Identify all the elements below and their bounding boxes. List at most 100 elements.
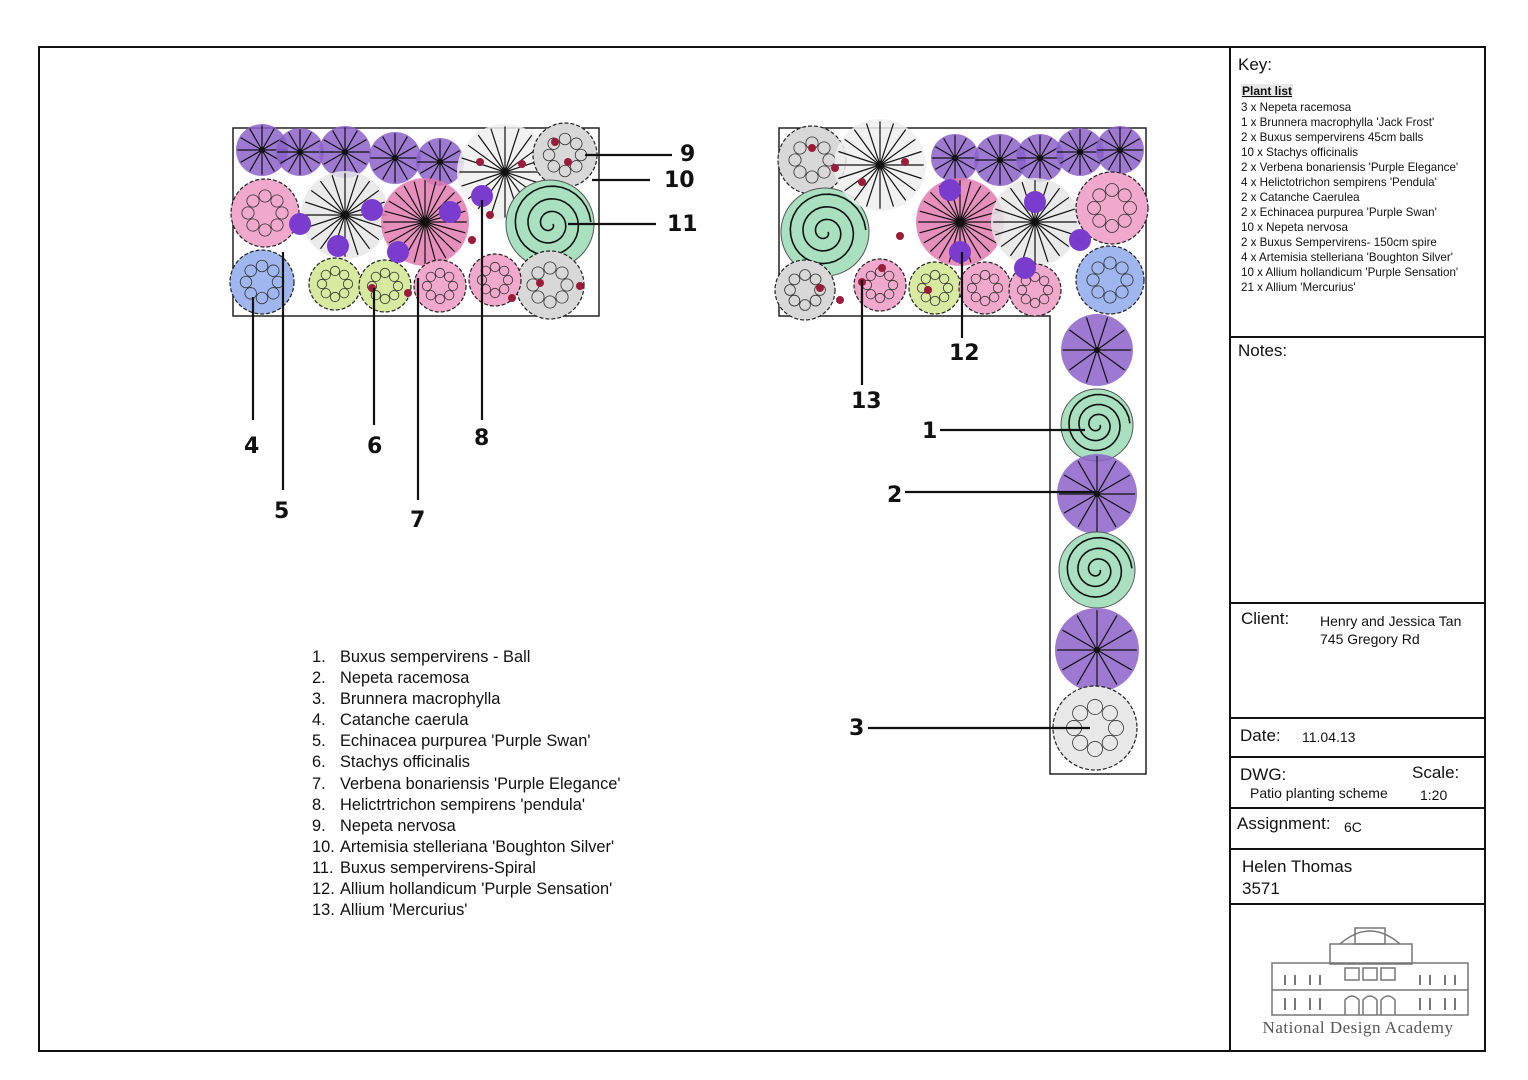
legend-number: 1.	[312, 648, 326, 666]
allium-mercurius-symbol	[536, 279, 544, 287]
artemisia-symbol	[515, 250, 585, 320]
legend-item: 2.Nepeta racemosa	[312, 668, 621, 689]
allium-purple-sensation-symbol	[361, 199, 383, 221]
date-label: Date:	[1240, 726, 1281, 745]
nepeta-racemosa-symbol	[1061, 314, 1133, 386]
legend-plant-name: Allium hollandicum 'Purple Sensation'	[340, 880, 613, 899]
legend-plant-name: Brunnera macrophylla	[340, 690, 501, 709]
allium-purple-sensation-symbol	[1014, 257, 1036, 279]
scale-value: 1:20	[1420, 787, 1448, 803]
legend-plant-name: Buxus sempervirens-Spiral	[340, 858, 536, 877]
allium-mercurius-symbol	[404, 289, 412, 297]
stachys-symbol	[958, 261, 1012, 315]
legend-plant-name: Catanche caerula	[340, 711, 469, 730]
plant-list-item: 10 x Allium hollandicum 'Purple Sensatio…	[1241, 266, 1459, 279]
allium-mercurius-symbol	[508, 294, 516, 302]
callout-1: 1	[922, 419, 938, 444]
legend-item: 11.Buxus sempervirens-Spiral	[312, 858, 621, 879]
plant-list-item: 2 x Echinacea purpurea 'Purple Swan'	[1241, 206, 1437, 219]
allium-purple-sensation-symbol	[1069, 229, 1091, 251]
client-name: Henry and Jessica Tan	[1320, 613, 1462, 629]
nepeta-racemosa-symbol	[276, 128, 324, 176]
legend-item: 4.Catanche caerula	[312, 710, 621, 731]
date-value: 11.04.13	[1302, 729, 1356, 745]
nepeta-nervosa-symbol	[1056, 128, 1104, 176]
allium-mercurius-symbol	[858, 178, 866, 186]
legend-number: 10.	[312, 837, 335, 856]
allium-purple-sensation-symbol	[327, 235, 349, 257]
legend-item: 6.Stachys officinalis	[312, 752, 621, 773]
nepeta-nervosa-symbol	[369, 132, 421, 184]
allium-mercurius-symbol	[468, 236, 476, 244]
allium-purple-sensation-symbol	[387, 241, 409, 263]
plant-list-item: 10 x Stachys officinalis	[1241, 146, 1359, 159]
catanche-symbol	[229, 249, 295, 315]
academy-logo-text: National Design Academy	[1262, 1018, 1454, 1037]
legend-plant-name: Artemisia stelleriana 'Boughton Silver'	[340, 837, 615, 856]
allium-purple-sensation-symbol	[289, 213, 311, 235]
key-title: Key:	[1238, 55, 1273, 74]
academy-logo	[1271, 927, 1469, 1016]
stachys-symbol	[853, 258, 907, 312]
callout-2: 2	[887, 483, 903, 508]
legend-item: 13.Allium 'Mercurius'	[312, 900, 621, 921]
nepeta-nervosa-symbol	[974, 134, 1026, 186]
legend-item: 1. Buxus sempervirens - Ball	[312, 647, 621, 668]
plant-list-item: 21 x Allium 'Mercurius'	[1241, 281, 1356, 294]
plant-list-item: 2 x Verbena bonariensis 'Purple Elegance…	[1241, 161, 1459, 174]
legend-number: 8.	[312, 795, 326, 814]
plant-list-item: 1 x Brunnera macrophylla 'Jack Frost'	[1241, 116, 1435, 129]
allium-mercurius-symbol	[831, 164, 839, 172]
plant-list-item: 10 x Nepeta nervosa	[1241, 221, 1348, 234]
nepeta-nervosa-symbol	[416, 138, 464, 186]
leader-lines	[251, 153, 1095, 730]
allium-purple-sensation-symbol	[439, 201, 461, 223]
client-address: 745 Gregory Rd	[1320, 631, 1420, 647]
dwg-value: Patio planting scheme	[1250, 785, 1388, 801]
legend-number: 9.	[312, 816, 326, 835]
callout-12: 12	[949, 341, 980, 366]
allium-mercurius-symbol	[878, 264, 886, 272]
artemisia-symbol	[774, 259, 836, 321]
callout-5: 5	[274, 499, 290, 524]
plant-list-item: 2 x Catanche Caerulea	[1241, 191, 1360, 204]
legend-plant-name: Allium 'Mercurius'	[340, 901, 468, 920]
allium-purple-sensation-symbol	[949, 241, 971, 263]
legend-number: 12.	[312, 880, 335, 899]
legend-item: 3.Brunnera macrophylla	[312, 689, 621, 710]
stachys-symbol	[413, 259, 467, 313]
plant-legend: 1. Buxus sempervirens - Ball 2.Nepeta race…	[312, 647, 621, 921]
legend-item: 5.Echinacea purpurea 'Purple Swan'	[312, 731, 621, 752]
stachys-symbol	[308, 257, 362, 311]
assignment-value: 6C	[1344, 819, 1362, 835]
callout-6: 6	[367, 434, 383, 459]
legend-number: 7.	[312, 774, 326, 793]
drawing-border	[38, 46, 1486, 1052]
legend-plant-name: Buxus sempervirens - Ball	[340, 648, 531, 666]
nepeta-racemosa-symbol	[1057, 454, 1137, 534]
legend-plant-name: Nepeta nervosa	[340, 816, 456, 835]
allium-mercurius-symbol	[518, 160, 526, 168]
callout-11: 11	[667, 212, 698, 237]
callout-8: 8	[474, 426, 490, 451]
dwg-label: DWG:	[1240, 765, 1287, 784]
allium-purple-sensation-symbol	[1024, 191, 1046, 213]
allium-mercurius-symbol	[896, 232, 904, 240]
client-label: Client:	[1241, 609, 1290, 628]
allium-mercurius-symbol	[576, 282, 584, 290]
legend-item: 12. Allium hollandicum 'Purple Sensation'	[312, 879, 621, 900]
plant-symbols	[229, 119, 1149, 771]
notes-title: Notes:	[1238, 341, 1288, 360]
stachys-symbol	[1075, 171, 1149, 245]
buxus-ball-symbol	[1058, 531, 1136, 609]
allium-mercurius-symbol	[551, 138, 559, 146]
right-bed-outline	[778, 127, 1147, 775]
legend-item: 9. Nepeta nervosa	[312, 816, 621, 837]
assignment-label: Assignment:	[1237, 814, 1331, 833]
legend-plant-name: Verbena bonariensis 'Purple Elegance'	[340, 774, 621, 793]
allium-mercurius-symbol	[816, 284, 824, 292]
author-id: 3571	[1242, 879, 1280, 898]
allium-mercurius-symbol	[836, 296, 844, 304]
